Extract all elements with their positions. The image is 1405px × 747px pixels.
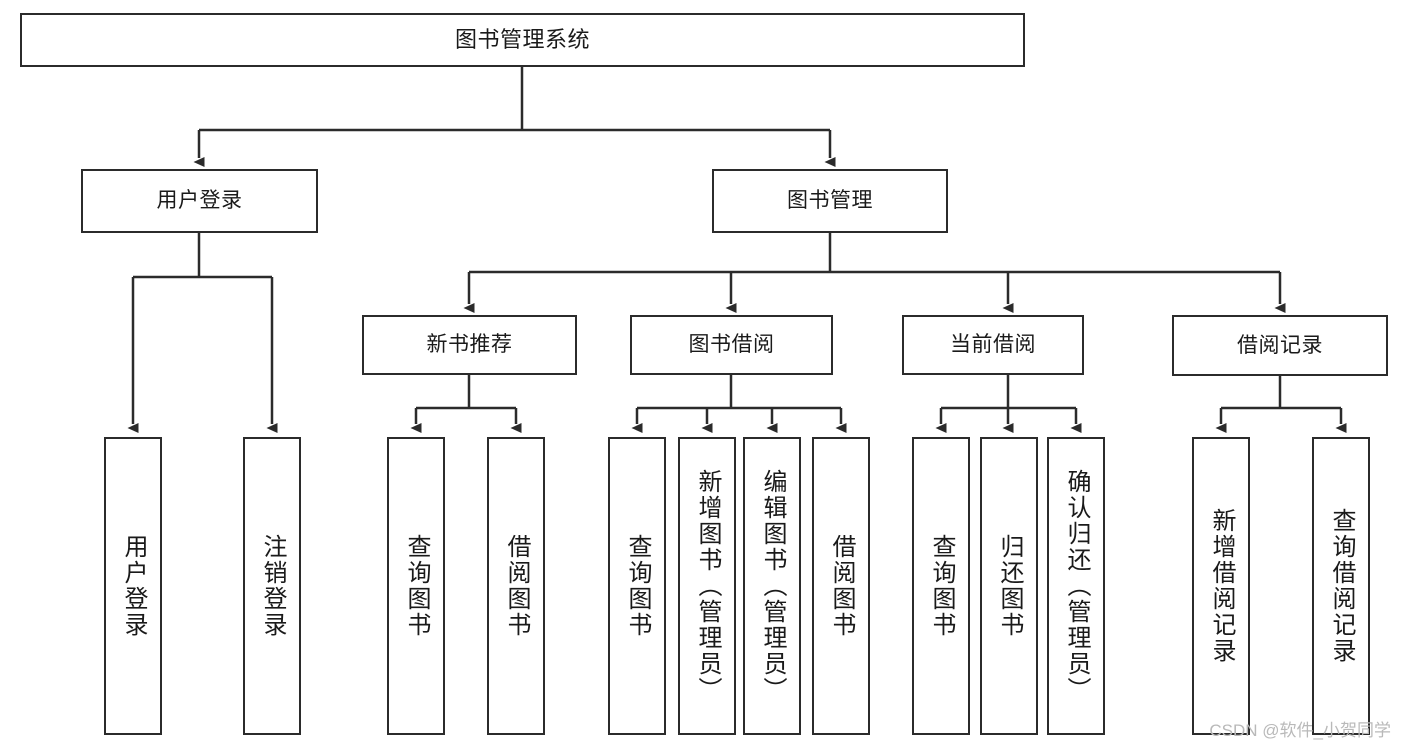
- node-label: 查询借阅记录: [1328, 508, 1355, 664]
- node-label: 查询图书: [624, 534, 651, 638]
- node-borrow-record[interactable]: 借阅记录: [1172, 315, 1388, 376]
- leaf-return-book[interactable]: 归还图书: [980, 437, 1038, 735]
- node-label: 新增图书（管理员）: [694, 469, 721, 703]
- leaf-query-borrow-record[interactable]: 查询借阅记录: [1312, 437, 1370, 735]
- leaf-query-book-recommend[interactable]: 查询图书: [387, 437, 445, 735]
- node-root-book-management-system[interactable]: 图书管理系统: [20, 13, 1025, 67]
- node-book-management[interactable]: 图书管理: [712, 169, 948, 233]
- node-label: 新书推荐: [426, 333, 513, 357]
- csdn-watermark: CSDN @软件_小贺同学: [1209, 721, 1391, 740]
- leaf-borrow-book[interactable]: 借阅图书: [812, 437, 870, 735]
- node-label: 图书管理: [787, 189, 873, 213]
- leaf-borrow-book-recommend[interactable]: 借阅图书: [487, 437, 545, 735]
- leaf-add-book-admin[interactable]: 新增图书（管理员）: [678, 437, 736, 735]
- leaf-edit-book-admin[interactable]: 编辑图书（管理员）: [743, 437, 801, 735]
- leaf-add-borrow-record[interactable]: 新增借阅记录: [1192, 437, 1250, 735]
- node-label: 确认归还（管理员）: [1063, 469, 1090, 703]
- node-label: 借阅记录: [1237, 333, 1323, 357]
- node-label: 新增借阅记录: [1208, 508, 1235, 664]
- node-label: 用户登录: [120, 534, 147, 638]
- node-label: 归还图书: [996, 534, 1023, 638]
- node-label: 查询图书: [928, 534, 955, 638]
- leaf-confirm-return-admin[interactable]: 确认归还（管理员）: [1047, 437, 1105, 735]
- leaf-query-book-current[interactable]: 查询图书: [912, 437, 970, 735]
- node-label: 当前借阅: [950, 333, 1036, 357]
- node-label: 注销登录: [259, 534, 286, 638]
- leaf-query-book-borrow[interactable]: 查询图书: [608, 437, 666, 735]
- node-current-borrow[interactable]: 当前借阅: [902, 315, 1084, 375]
- node-label: 查询图书: [403, 534, 430, 638]
- node-user-login[interactable]: 用户登录: [81, 169, 318, 233]
- leaf-logout-login[interactable]: 注销登录: [243, 437, 301, 735]
- node-label: 借阅图书: [503, 534, 530, 638]
- node-book-borrow[interactable]: 图书借阅: [630, 315, 833, 375]
- node-label: 图书借阅: [688, 333, 775, 357]
- node-label: 用户登录: [156, 189, 243, 213]
- leaf-user-login[interactable]: 用户登录: [104, 437, 162, 735]
- node-label: 图书管理系统: [454, 26, 590, 52]
- node-new-book-recommend[interactable]: 新书推荐: [362, 315, 577, 375]
- node-label: 编辑图书（管理员）: [759, 469, 786, 703]
- node-label: 借阅图书: [828, 534, 855, 638]
